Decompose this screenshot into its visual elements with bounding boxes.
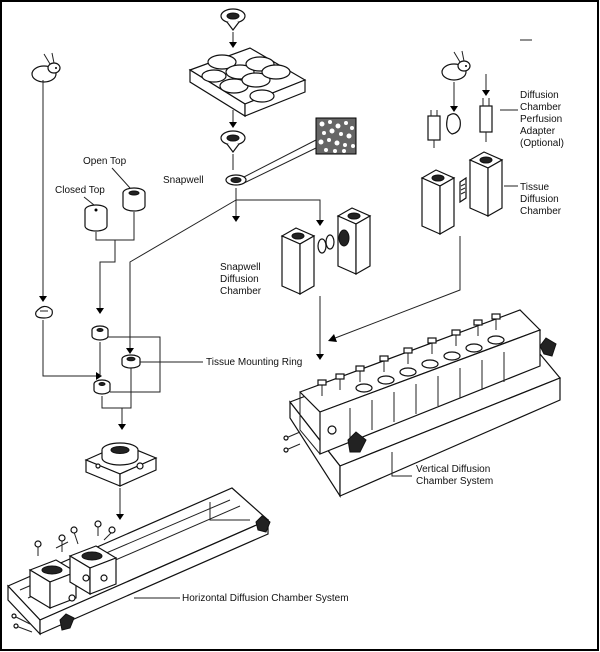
label-perfusion-5: (Optional) [520, 138, 564, 149]
label-tissue-diffusion-3: Chamber [520, 206, 562, 217]
mounting-ring-right [121, 354, 141, 369]
label-perfusion-4: Adapter [520, 126, 556, 137]
label-tissue-diffusion-2: Diffusion [520, 194, 559, 205]
tissue-texture [318, 120, 355, 153]
label-snapwell-diffusion-2: Diffusion [220, 274, 259, 285]
horizontal-chamber-single [84, 442, 158, 487]
label-snapwell-diffusion-3: Chamber [220, 286, 262, 297]
closed-top-insert [84, 204, 108, 232]
vertical-chamber-system [283, 309, 561, 499]
label-snapwell-diffusion-1: Snapwell [220, 262, 261, 273]
label-vertical-system-1: Vertical Diffusion [416, 464, 490, 475]
tissue-sample-left [35, 305, 53, 319]
label-tissue-mounting-ring: Tissue Mounting Ring [206, 357, 302, 368]
snapwell-diffusion-chamber [280, 207, 372, 296]
perfusion-adapter [427, 98, 493, 148]
arrow-head [229, 122, 237, 128]
snapwell-insert-top [220, 8, 246, 31]
mounting-ring-bottom [93, 379, 111, 395]
snapwell-ring [225, 174, 247, 186]
label-closed-top: Closed Top [55, 185, 105, 196]
label-horizontal-system: Horizontal Diffusion Chamber System [182, 593, 349, 604]
rabbit-icon-left [31, 52, 61, 83]
arrow-head [229, 42, 237, 48]
label-perfusion-3: Perfusion [520, 114, 562, 125]
label-perfusion-1: Diffusion [520, 90, 559, 101]
open-top-insert [122, 187, 146, 212]
label-vertical-system-2: Chamber System [416, 476, 493, 487]
snapwell-tray [188, 47, 307, 118]
label-perfusion-2: Chamber [520, 102, 562, 113]
horizontal-chamber-system [6, 487, 271, 636]
mounting-ring-top [91, 325, 109, 341]
label-snapwell: Snapwell [163, 175, 204, 186]
label-tissue-diffusion-1: Tissue [520, 182, 550, 193]
snapwell-insert-middle [220, 130, 246, 153]
tissue-diffusion-chamber [420, 151, 504, 236]
rabbit-icon-right [441, 50, 471, 81]
label-open-top: Open Top [83, 156, 127, 167]
